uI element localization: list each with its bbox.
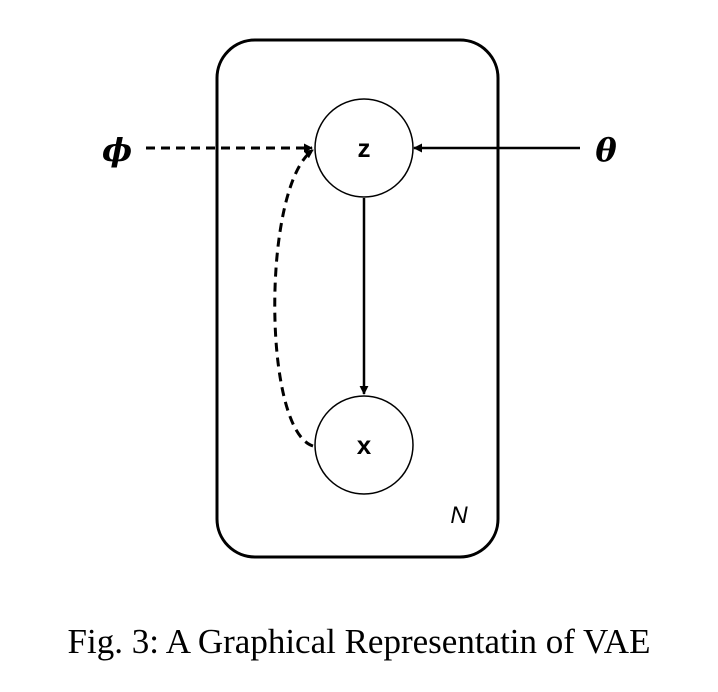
observed-node-circle — [314, 395, 414, 495]
observed-node-label: x — [357, 430, 372, 460]
phi-parameter-label: ϕ — [102, 131, 132, 169]
latent-node-circle — [314, 98, 414, 198]
theta-parameter-label: θ — [595, 131, 617, 169]
vae-graphical-model: z x ϕ θ N — [102, 38, 617, 559]
latent-node-z: z — [314, 98, 414, 198]
plate — [215, 38, 500, 559]
x-to-z-inference-edge — [273, 148, 314, 448]
latent-node-label: z — [358, 133, 371, 163]
plate-label: N — [450, 502, 468, 529]
observed-node-x: x — [314, 395, 414, 495]
figure-caption: Fig. 3: A Graphical Representatin of VAE — [67, 622, 651, 661]
